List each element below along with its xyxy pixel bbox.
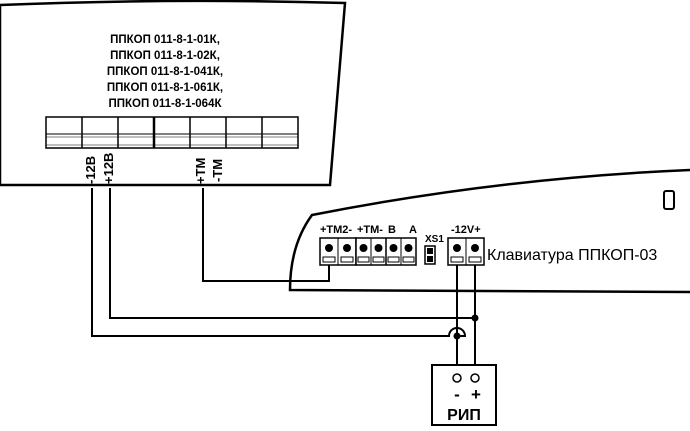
power-label: -12V+ <box>451 224 481 236</box>
model-line-4: ППКОП 011-8-1-061К, <box>107 82 223 94</box>
model-line-1: ППКОП 011-8-1-01К, <box>110 34 220 46</box>
xs1-label: XS1 <box>425 234 444 245</box>
wire-tm <box>202 188 330 282</box>
keypad-side-button <box>663 190 675 210</box>
b-label: B <box>388 224 396 236</box>
label-minus-12v: -12В <box>83 156 98 184</box>
tm-ba-terminal-block <box>355 237 417 266</box>
model-line-3: ППКОП 011-8-1-041К, <box>107 66 223 78</box>
tm2-label: +TM2- <box>320 224 352 236</box>
panel-terminal-block <box>45 116 299 149</box>
power-terminal-block <box>447 237 485 266</box>
psu-minus-label: - <box>454 385 460 404</box>
junction-minus <box>453 332 461 340</box>
wire-minus-12v <box>91 188 467 337</box>
label-plus-tm: +ТМ <box>193 158 208 184</box>
a-label: A <box>409 224 417 236</box>
model-line-2: ППКОП 011-8-1-02К, <box>110 50 220 62</box>
label-plus-12v: +12В <box>101 153 116 184</box>
xs1-jumper <box>424 245 436 265</box>
tm2-terminal-block <box>319 237 357 266</box>
wire-plus-12v <box>109 188 475 319</box>
keypad-title: Клавиатура ППКОП-03 <box>487 247 657 264</box>
psu-box <box>431 364 497 426</box>
junction-plus <box>471 314 479 322</box>
psu-plus-label: + <box>471 385 481 404</box>
tm-label: +TM- <box>357 224 383 236</box>
psu-label: РИП <box>447 407 481 424</box>
wires <box>91 188 476 376</box>
model-line-5: ППКОП 011-8-1-064К <box>109 98 223 110</box>
label-minus-tm: -ТМ <box>210 159 225 182</box>
